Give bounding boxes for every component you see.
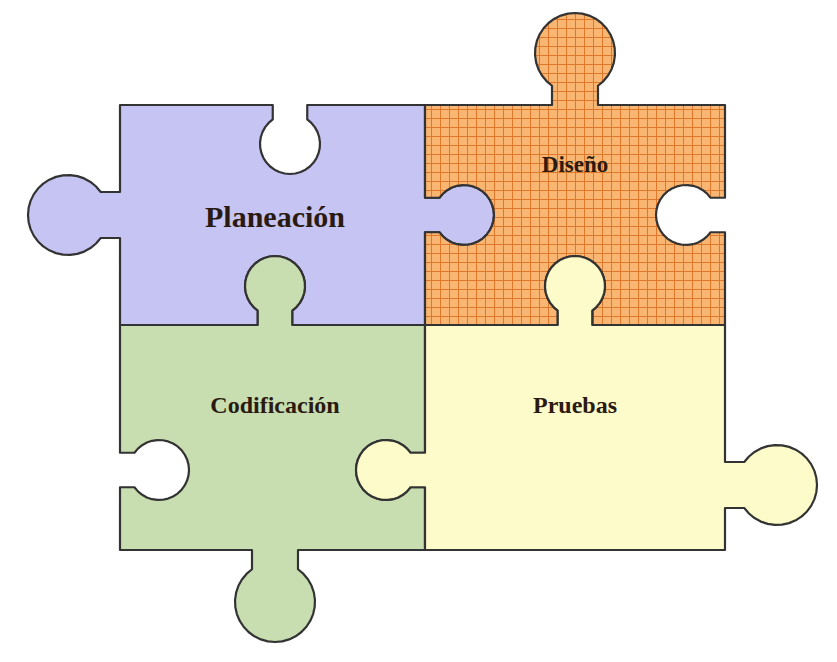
puzzle-piece: Pruebas bbox=[353, 253, 820, 553]
piece-label-group: Planeación bbox=[205, 200, 345, 233]
piece-label: Planeación bbox=[205, 200, 345, 233]
piece-label: Diseño bbox=[542, 152, 608, 177]
piece-label: Codificación bbox=[210, 392, 339, 418]
piece-shape bbox=[356, 256, 817, 550]
piece-label-group: Codificación bbox=[210, 392, 339, 418]
piece-label-group: Diseño bbox=[542, 152, 608, 177]
piece-label: Pruebas bbox=[533, 392, 617, 418]
piece-label-group: Pruebas bbox=[533, 392, 617, 418]
